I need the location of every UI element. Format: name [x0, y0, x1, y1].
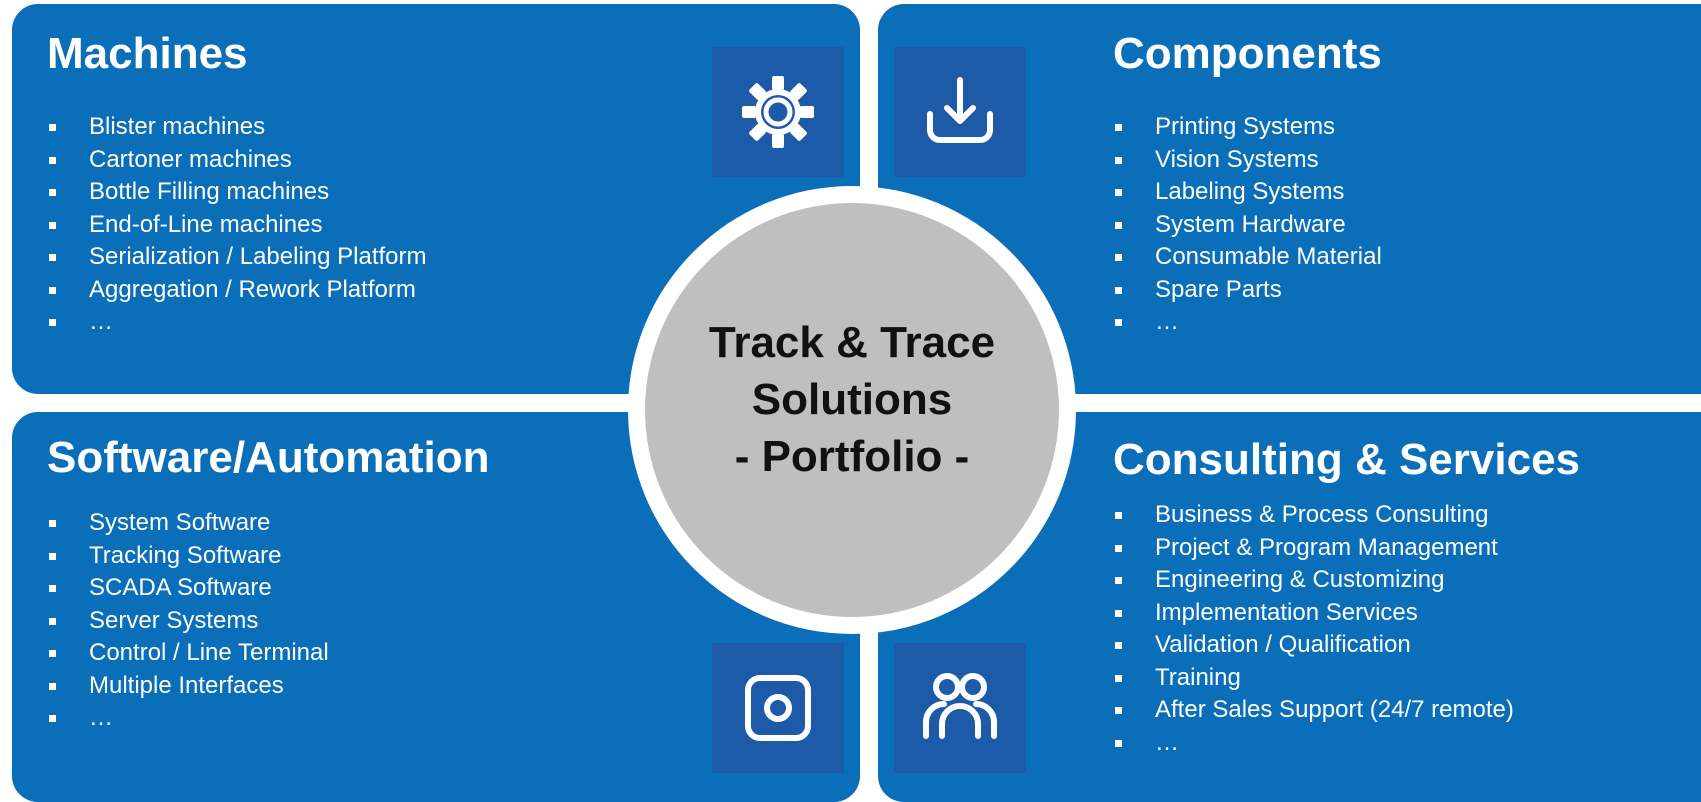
consulting-title: Consulting & Services: [1113, 435, 1581, 484]
bullet: [49, 650, 56, 657]
bullet: [1115, 189, 1122, 196]
list-item: End-of-Line machines: [12, 209, 427, 242]
list-item: Control / Line Terminal: [12, 637, 329, 670]
consulting-list: Business & Process Consulting Project & …: [1078, 499, 1514, 759]
bullet: [1115, 286, 1122, 294]
list-item: Bottle Filling machines: [12, 176, 427, 209]
list-item: Engineering & Customizing: [1078, 564, 1514, 597]
bullet: [1115, 124, 1122, 131]
list-item: Server Systems: [12, 605, 329, 638]
camera-icon: [745, 675, 811, 741]
download-icon: [927, 77, 993, 143]
list-item: Multiple Interfaces: [12, 670, 329, 703]
center-circle: Track & Trace Solutions - Portfolio -: [645, 203, 1059, 617]
bullet: [49, 124, 56, 131]
list-item: Labeling Systems: [1078, 176, 1382, 209]
center-title-line2: Solutions: [751, 374, 953, 424]
bullet: [49, 682, 56, 690]
people-icon-box: [894, 643, 1026, 773]
bullet: [1115, 609, 1122, 617]
list-item: System Hardware: [1078, 209, 1382, 242]
list-item: Tracking Software: [12, 540, 329, 573]
gear-icon-box: [712, 47, 844, 177]
bullet: [49, 286, 56, 294]
list-item: Spare Parts: [1078, 274, 1382, 307]
list-item: …: [1078, 306, 1382, 339]
bullet: [49, 319, 56, 326]
bullet: [1115, 544, 1122, 552]
list-item: Blister machines: [12, 111, 427, 144]
list-item: …: [12, 702, 329, 735]
list-item: Aggregation / Rework Platform: [12, 274, 427, 307]
software-title: Software/Automation: [47, 433, 490, 482]
center-title: Track & Trace Solutions - Portfolio -: [709, 314, 995, 485]
software-panel: Software/Automation System Software Trac…: [12, 412, 860, 802]
gear-icon: [742, 76, 814, 148]
bullet: [1115, 642, 1122, 649]
bullet: [1115, 254, 1122, 261]
list-item: Business & Process Consulting: [1078, 499, 1514, 532]
list-item: …: [12, 306, 427, 339]
center-title-line3: - Portfolio -: [734, 431, 970, 481]
list-item: SCADA Software: [12, 572, 329, 605]
bullet: [49, 520, 56, 527]
bullet: [49, 552, 56, 560]
bullet: [1115, 707, 1122, 714]
list-item: Serialization / Labeling Platform: [12, 241, 427, 274]
bullet: [1115, 512, 1122, 519]
bullet: [49, 585, 56, 592]
machines-list: Blister machines Cartoner machines Bottl…: [12, 111, 427, 339]
bullet: [49, 617, 56, 625]
bullet: [1115, 674, 1122, 682]
list-item: Vision Systems: [1078, 144, 1382, 177]
bullet: [1115, 221, 1122, 229]
machines-title: Machines: [47, 29, 248, 78]
bullet: [49, 189, 56, 196]
list-item: Printing Systems: [1078, 111, 1382, 144]
people-icon: [923, 673, 997, 739]
components-list: Printing Systems Vision Systems Labeling…: [1078, 111, 1382, 339]
bullet: [49, 254, 56, 261]
list-item: …: [1078, 727, 1514, 760]
center-title-line1: Track & Trace: [708, 317, 996, 367]
list-item: Validation / Qualification: [1078, 629, 1514, 662]
software-list: System Software Tracking Software SCADA …: [12, 507, 329, 735]
list-item: Project & Program Management: [1078, 532, 1514, 565]
list-item: Consumable Material: [1078, 241, 1382, 274]
components-title: Components: [1113, 29, 1382, 78]
list-item: System Software: [12, 507, 329, 540]
bullet: [1115, 319, 1122, 326]
list-item: Implementation Services: [1078, 597, 1514, 630]
bullet: [1115, 156, 1122, 164]
bullet: [1115, 577, 1122, 584]
download-icon-box: [894, 47, 1026, 177]
camera-icon-box: [712, 643, 844, 773]
list-item: Cartoner machines: [12, 144, 427, 177]
bullet: [49, 715, 56, 722]
bullet: [49, 221, 56, 229]
list-item: After Sales Support (24/7 remote): [1078, 694, 1514, 727]
list-item: Training: [1078, 662, 1514, 695]
bullet: [49, 156, 56, 164]
bullet: [1115, 739, 1122, 747]
